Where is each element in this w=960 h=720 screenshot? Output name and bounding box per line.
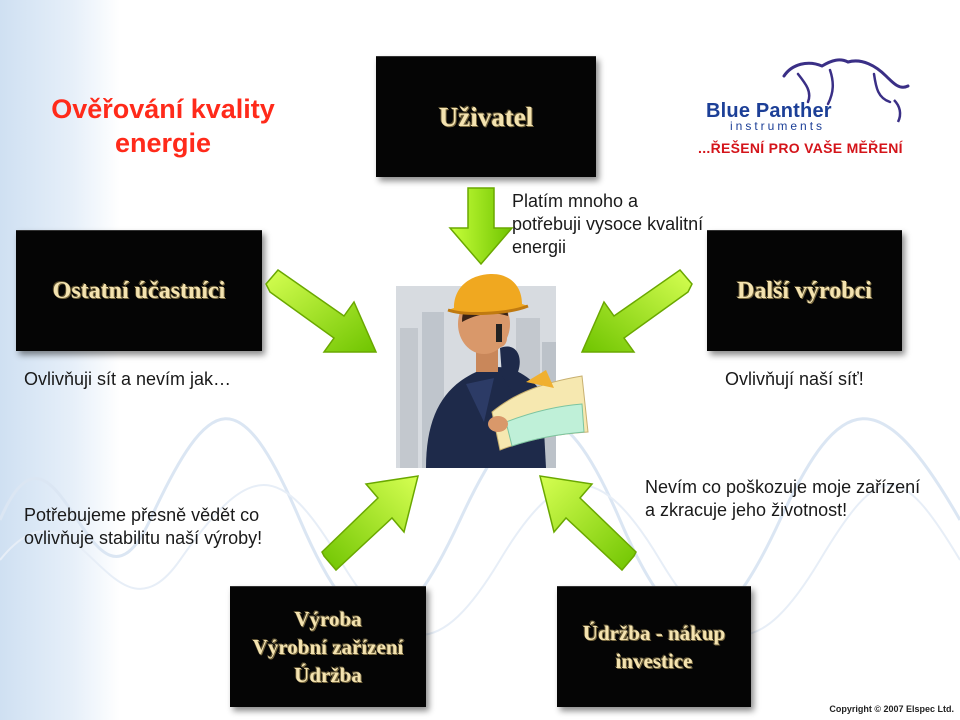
box-other-participants-label: Ostatní účastníci: [52, 277, 226, 304]
green-arrow-left-down-icon: [580, 268, 693, 353]
page-title: Ověřování kvality energie: [18, 92, 308, 160]
copyright-text: Copyright © 2007 Elspec Ltd.: [829, 704, 954, 714]
box-more-producers-label: Další výrobci: [737, 277, 872, 304]
green-arrow-left-up-icon: [538, 475, 637, 572]
green-arrow-down-icon: [448, 187, 514, 266]
logo-slogan: ...ŘEŠENÍ PRO VAŠE MĚŘENÍ: [698, 140, 903, 156]
box-other-participants: Ostatní účastníci: [16, 230, 262, 351]
box-production-line-3: Údržba: [294, 663, 362, 687]
logo-name: Blue Panther: [706, 100, 832, 122]
logo-subtitle: instruments: [730, 119, 826, 133]
box-user: Uživatel: [376, 56, 596, 177]
box-maintenance-line-2: investice: [615, 649, 693, 673]
text-production: Potřebujeme přesně vědět co ovlivňuje st…: [24, 505, 263, 548]
box-production: Výroba Výrobní zařízení Údržba: [230, 586, 426, 707]
text-more-producers: Ovlivňují naší síť!: [725, 369, 864, 389]
box-production-line-1: Výroba: [294, 607, 362, 631]
box-more-producers: Další výrobci: [707, 230, 902, 351]
text-other-participants: Ovlivňuji sít a nevím jak…: [24, 369, 232, 389]
box-maintenance: Údržba - nákup investice: [557, 586, 751, 707]
box-user-label: Uživatel: [438, 101, 534, 132]
green-arrow-right-up-icon: [321, 475, 420, 572]
text-user: Platím mnoho a potřebuji vysoce kvalitní…: [512, 191, 704, 257]
box-maintenance-line-1: Údržba - nákup: [582, 621, 726, 645]
box-production-line-2: Výrobní zařízení: [252, 635, 404, 659]
background-gradient: [0, 0, 120, 720]
green-arrow-right-down-icon: [265, 268, 378, 353]
blue-panther-logo: Blue Panther instruments ...ŘEŠENÍ PRO V…: [698, 58, 914, 160]
panther-logo-icon: [782, 58, 910, 123]
worker-illustration: [396, 274, 589, 468]
title-line-1: Ověřování kvality: [51, 94, 275, 124]
title-line-2: energie: [114, 128, 212, 158]
text-maintenance: Nevím co poškozuje moje zařízení a zkrac…: [645, 477, 921, 520]
